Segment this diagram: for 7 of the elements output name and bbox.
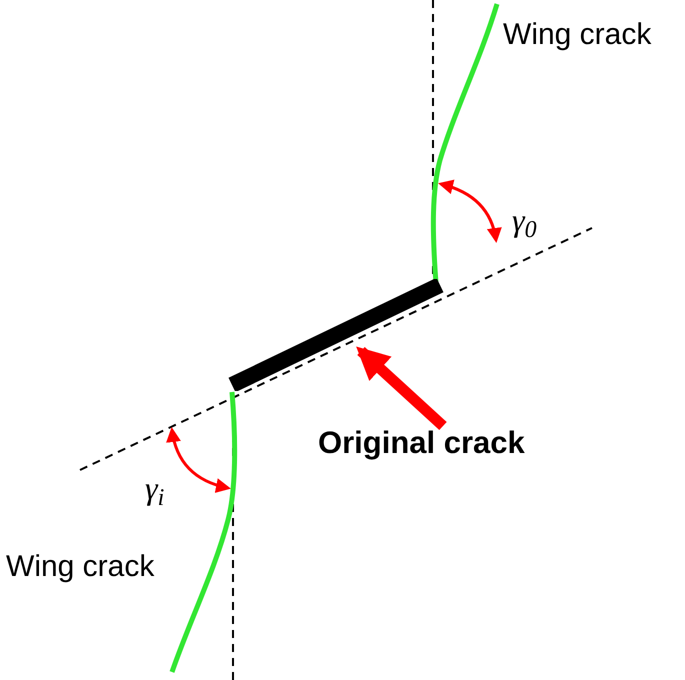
crack-label: Wing crack: [6, 549, 154, 585]
crack-label: Original crack: [318, 424, 525, 463]
angle-label: γ$_{0}$: [512, 201, 537, 240]
angle-label: γ$_{i}$: [145, 469, 164, 508]
crack-bar: [226, 279, 446, 391]
arrow: [356, 346, 447, 430]
crack-label: Wing crack: [503, 17, 652, 53]
